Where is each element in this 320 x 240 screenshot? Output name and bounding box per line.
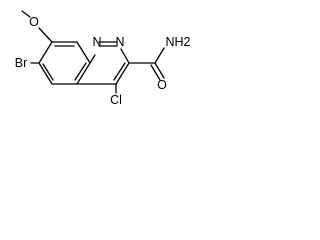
amine-label: NH2: [165, 35, 190, 49]
bond-c3-c4: [115, 62, 130, 85]
bond-c5-c6: [38, 62, 53, 85]
bond-c8-c8a: [76, 41, 91, 64]
carbonyl-oxygen-label: O: [157, 78, 167, 92]
bromine-label: Br: [15, 56, 28, 70]
bond-methyl-o: [21, 10, 31, 18]
molecule-structure: O N N Br Cl NH2 O: [15, 10, 191, 107]
n2-label: N: [92, 35, 101, 49]
bond-camide-o: [154, 62, 165, 79]
bond-c6-c7: [38, 41, 53, 64]
bond-camide-n: [154, 47, 165, 64]
n1-label: N: [115, 35, 124, 49]
bond-c5-c6-inner: [42, 63, 54, 81]
bond-o-c7: [38, 27, 53, 43]
bond-c8a-n1: [89, 54, 96, 64]
chlorine-label: Cl: [110, 93, 122, 107]
bond-n2-c3: [120, 48, 130, 64]
methoxy-oxygen-label: O: [29, 15, 39, 29]
bond-c3-c4-inner: [113, 62, 126, 81]
bond-camide-o-double: [150, 64, 161, 81]
bond-c8a-c4a: [76, 62, 91, 85]
bond-c8a-c4a-inner: [74, 62, 87, 81]
